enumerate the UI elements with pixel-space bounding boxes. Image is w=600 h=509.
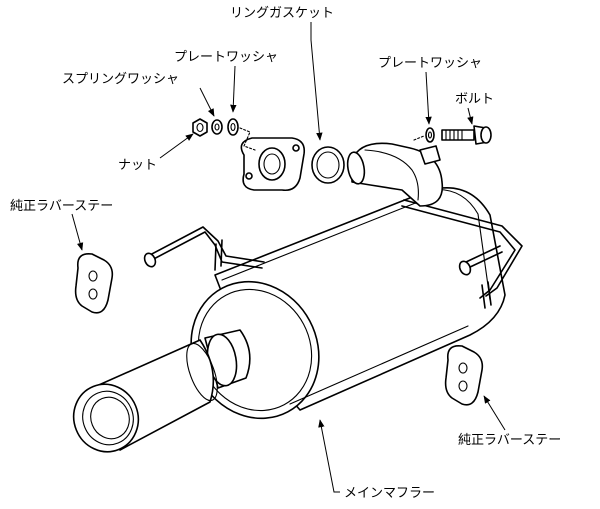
main-muffler (190, 186, 506, 420)
tail-pipe (72, 329, 251, 453)
label-plate-washer-left: プレートワッシャ (174, 50, 278, 65)
left-fasteners (192, 118, 256, 151)
label-ring-gasket: リングガスケット (230, 6, 334, 21)
label-bolt: ボルト (455, 92, 494, 107)
right-hanger-rod (401, 199, 523, 309)
nut-part (192, 118, 208, 137)
labels: リングガスケット プレートワッシャ スプリングワッシャ ナット プレートワッシャ… (10, 6, 561, 501)
label-spring-washer: スプリングワッシャ (62, 72, 179, 87)
label-nut: ナット (118, 158, 157, 173)
plate-washer-right-part (425, 127, 435, 143)
spring-washer-part (211, 119, 223, 135)
flange (240, 137, 306, 192)
plate-washer-left-part (227, 118, 239, 136)
label-main-muffler: メインマフラー (344, 486, 435, 501)
ring-gasket (311, 146, 345, 184)
rubber-stay-left (74, 252, 114, 314)
inlet-pipe (346, 142, 444, 207)
label-rubber-stay-right: 純正ラバーステー (458, 433, 561, 448)
left-hanger-rod (143, 226, 265, 271)
rubber-stay-right (444, 344, 484, 406)
label-plate-washer-right: プレートワッシャ (378, 56, 482, 71)
leader-lines (71, 22, 506, 493)
right-fasteners (413, 125, 492, 145)
label-rubber-stay-left: 純正ラバーステー (10, 199, 113, 214)
